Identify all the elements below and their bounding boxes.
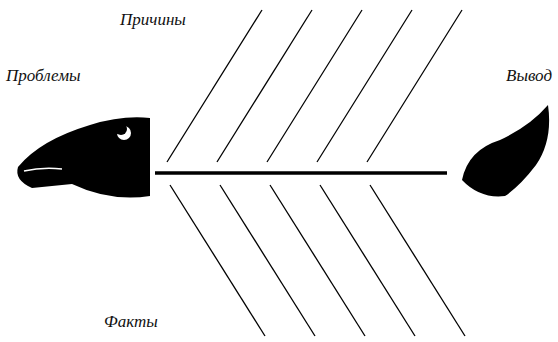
conclusions-label: Вывод	[506, 66, 552, 86]
problems-label: Проблемы	[6, 66, 81, 86]
fish-mouth	[24, 168, 62, 171]
fish-eye-shade	[115, 123, 127, 135]
fish-tail	[462, 105, 549, 196]
fish-spine	[155, 171, 447, 175]
facts-label: Факты	[104, 312, 158, 332]
causes-label: Причины	[120, 10, 186, 30]
fish-head	[17, 117, 150, 197]
